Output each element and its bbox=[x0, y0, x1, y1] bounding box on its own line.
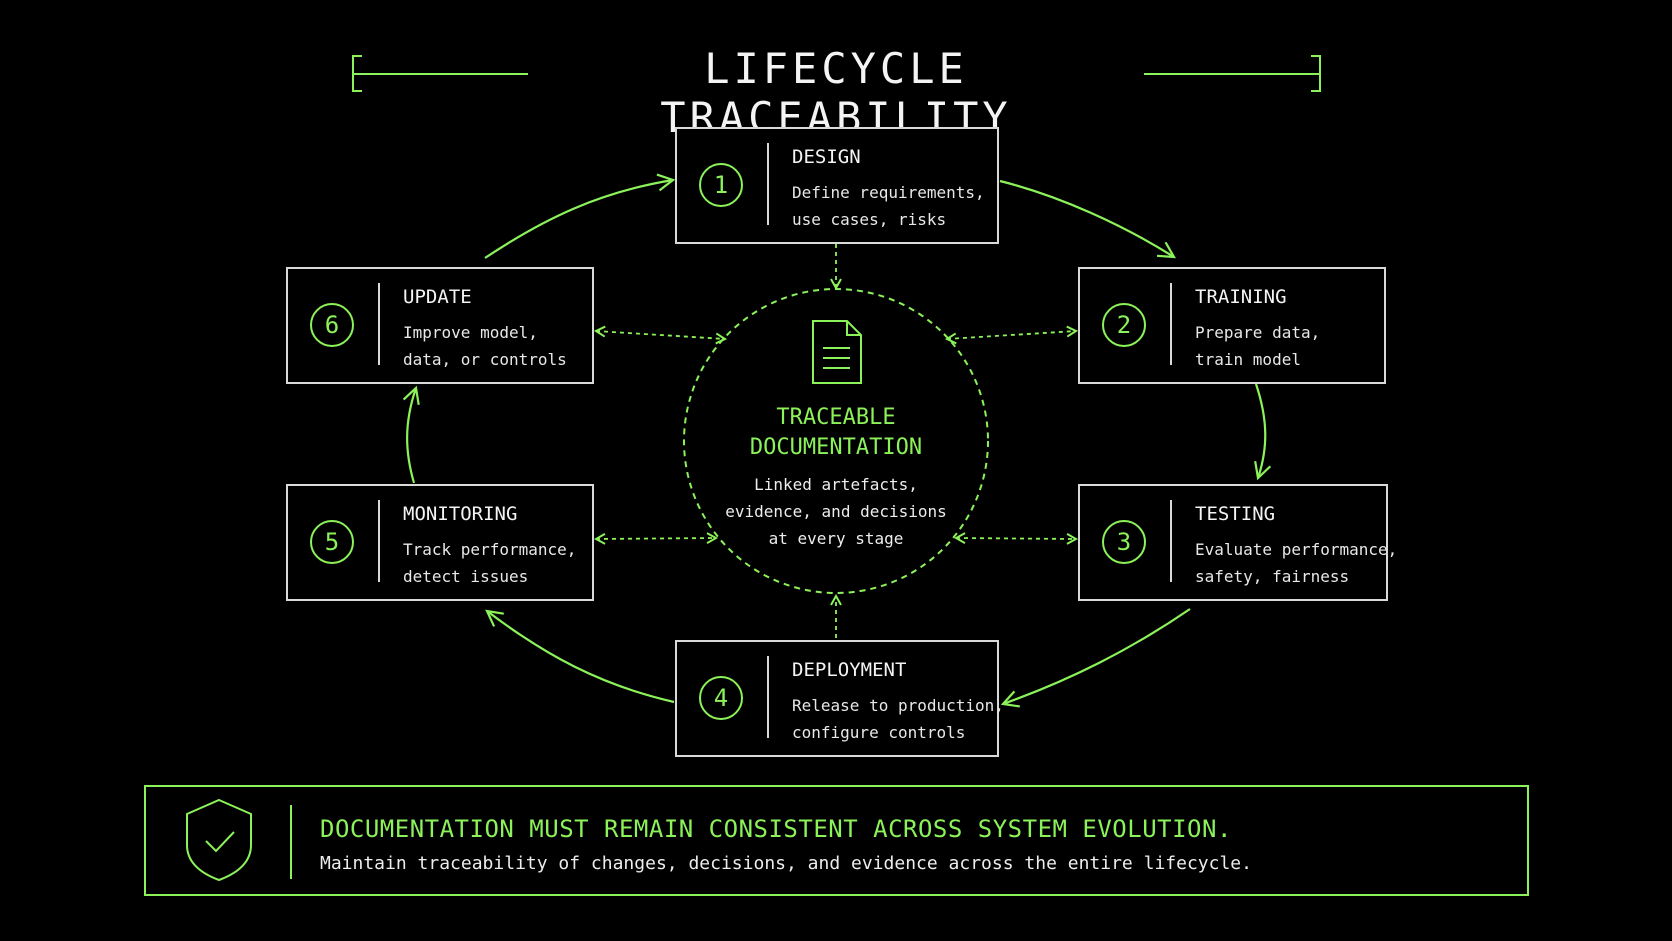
divider bbox=[1170, 283, 1172, 365]
stage-title: MONITORING bbox=[403, 503, 518, 525]
stage-title: DEPLOYMENT bbox=[792, 659, 907, 681]
document-icon bbox=[812, 320, 862, 384]
stage-description: Evaluate performance, safety, fairness bbox=[1195, 540, 1398, 586]
arrow-design-to-training bbox=[999, 179, 1176, 259]
stage-title: UPDATE bbox=[403, 286, 472, 308]
stage-title: TESTING bbox=[1195, 503, 1276, 525]
stage-box-update: 6 UPDATE Improve model, data, or control… bbox=[286, 267, 594, 384]
center-title: TRACEABLE DOCUMENTATION bbox=[749, 405, 923, 460]
divider bbox=[767, 656, 769, 738]
stage-title: TRAINING bbox=[1195, 286, 1287, 308]
arrow-update-to-design bbox=[484, 173, 676, 259]
stage-number-badge: 6 bbox=[310, 303, 354, 347]
stage-description: Define requirements, use cases, risks bbox=[792, 183, 985, 229]
center-description: Linked artefacts, evidence, and decision… bbox=[725, 475, 947, 548]
summary-banner: DOCUMENTATION MUST REMAIN CONSISTENT ACR… bbox=[144, 785, 1529, 896]
cycle-arrows bbox=[402, 173, 1272, 708]
arrow-monitoring-to-update bbox=[402, 385, 420, 484]
stage-box-deployment: 4 DEPLOYMENT Release to production, conf… bbox=[675, 640, 1004, 757]
stage-number-badge: 1 bbox=[699, 163, 743, 207]
stage-box-testing: 3 TESTING Evaluate performance, safety, … bbox=[1078, 484, 1397, 601]
divider bbox=[378, 500, 380, 582]
banner-title: DOCUMENTATION MUST REMAIN CONSISTENT ACR… bbox=[320, 815, 1232, 843]
banner-divider bbox=[290, 805, 292, 879]
stage-number-badge: 3 bbox=[1102, 520, 1146, 564]
arrow-deployment-to-monitoring bbox=[485, 609, 675, 704]
stage-number-badge: 2 bbox=[1102, 303, 1146, 347]
stage-box-monitoring: 5 MONITORING Track performance, detect i… bbox=[286, 484, 594, 601]
stage-box-training: 2 TRAINING Prepare data, train model bbox=[1078, 267, 1386, 384]
divider bbox=[1170, 500, 1172, 582]
stage-description: Release to production, configure control… bbox=[792, 696, 1004, 742]
stage-description: Prepare data, train model bbox=[1195, 323, 1321, 369]
documentation-links bbox=[596, 244, 1076, 638]
arrow-testing-to-deployment bbox=[1000, 608, 1191, 708]
divider bbox=[378, 283, 380, 365]
shield-check-icon bbox=[186, 798, 252, 882]
stage-number-badge: 5 bbox=[310, 520, 354, 564]
stage-title: DESIGN bbox=[792, 146, 861, 168]
divider bbox=[767, 143, 769, 225]
banner-description: Maintain traceability of changes, decisi… bbox=[320, 853, 1252, 874]
link-update bbox=[596, 331, 725, 339]
stage-number-badge: 4 bbox=[699, 676, 743, 720]
link-training bbox=[947, 331, 1076, 339]
stage-description: Improve model, data, or controls bbox=[403, 323, 567, 369]
stage-description: Track performance, detect issues bbox=[403, 540, 577, 586]
title-decoration bbox=[352, 55, 1321, 92]
arrow-training-to-testing bbox=[1254, 383, 1272, 481]
stage-box-design: 1 DESIGN Define requirements, use cases,… bbox=[675, 127, 999, 244]
